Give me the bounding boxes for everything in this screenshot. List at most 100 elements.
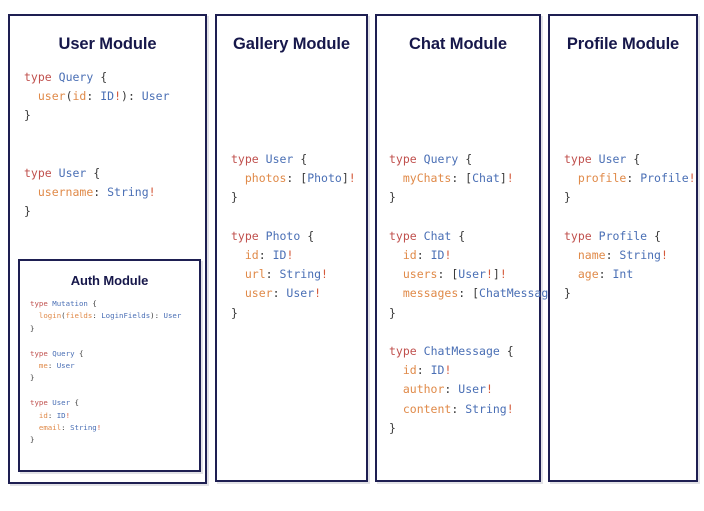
code-token: : [: [286, 171, 308, 186]
code-token: [389, 382, 403, 396]
code-token: !: [444, 248, 452, 263]
code-token: users: [402, 267, 438, 282]
code-token: messages: [402, 286, 459, 301]
code-token: myChats: [402, 171, 452, 186]
code-token: age: [577, 267, 599, 282]
code-token: [259, 229, 266, 243]
code-token: Chat: [423, 228, 452, 243]
code-token: User: [265, 152, 294, 166]
code-token: type: [564, 228, 592, 243]
code-token: id: [402, 363, 417, 378]
code-token: User: [286, 286, 315, 301]
code-token: type: [30, 299, 48, 308]
code-token: User: [52, 398, 71, 408]
code-token: !: [314, 286, 322, 301]
code-token: type: [30, 398, 48, 408]
code-token: [231, 171, 245, 185]
code-token: type: [24, 166, 52, 181]
code-token: :: [416, 248, 431, 263]
code-token: :: [605, 248, 620, 263]
auth-module-title: Auth Module: [70, 273, 149, 288]
code-token: ChatMessage: [479, 286, 556, 301]
code-token: {: [300, 228, 315, 243]
code-token: Photo: [307, 171, 342, 186]
code-token: {: [626, 152, 641, 166]
code-token: Chat: [472, 171, 500, 186]
code-token: !: [506, 171, 514, 186]
profile-module-title: Profile Module: [566, 35, 680, 53]
code-token: }: [389, 420, 396, 435]
code-token: {: [499, 344, 514, 359]
code-token: :: [444, 382, 459, 397]
code-token: :: [61, 423, 71, 433]
code-token: }: [564, 286, 571, 301]
code-token: id: [402, 248, 417, 263]
code-token: (: [61, 311, 66, 321]
code-token: }: [30, 373, 35, 383]
code-token: Profile: [598, 228, 648, 243]
code-token: [564, 267, 578, 281]
code-token: {: [87, 299, 97, 308]
code-token: : [: [458, 286, 480, 301]
code-token: !: [286, 248, 294, 263]
gallery-module-schema-code: type User { photos: [Photo]! } type Phot…: [231, 150, 366, 323]
code-token: [389, 402, 403, 416]
code-token: User: [56, 361, 75, 371]
code-token: String: [107, 185, 149, 200]
code-token: String: [279, 267, 322, 282]
code-token: [30, 311, 39, 320]
code-token: ChatMessage: [423, 344, 500, 359]
code-token: content: [402, 401, 452, 416]
gallery-module-card[interactable]: Gallery Module type User { photos: [Photo…: [215, 14, 368, 482]
code-token: !: [65, 410, 71, 420]
code-token: author: [402, 382, 445, 397]
code-token: ]: [341, 171, 349, 186]
code-token: [389, 267, 403, 281]
code-token: User: [141, 89, 170, 104]
code-token: type: [231, 152, 259, 166]
code-token: !: [499, 267, 507, 282]
code-token: String: [619, 248, 661, 263]
code-token: fields: [65, 311, 93, 321]
code-token: [52, 166, 59, 180]
code-token: [52, 70, 59, 84]
code-token: ):: [121, 89, 142, 104]
code-token: User: [458, 267, 486, 282]
code-token: [231, 267, 245, 281]
auth-module-schema-code: type Mutation { login(fields: LoginField…: [30, 298, 199, 447]
code-token: Query: [52, 348, 75, 358]
code-token: [389, 286, 403, 300]
code-token: (: [65, 89, 73, 104]
code-token: :: [47, 361, 57, 371]
code-token: id: [244, 248, 259, 263]
auth-module-card[interactable]: Auth Module type Mutation { login(fields:…: [18, 259, 201, 472]
code-token: user: [244, 286, 273, 301]
code-token: }: [389, 305, 396, 320]
code-token: {: [293, 152, 308, 166]
code-token: User: [458, 382, 486, 397]
code-token: :: [272, 286, 287, 301]
code-token: :: [86, 89, 101, 104]
code-token: [231, 248, 245, 262]
code-token: type: [389, 228, 417, 243]
code-token: !: [485, 267, 493, 282]
code-token: :: [265, 267, 280, 282]
code-token: String: [465, 401, 507, 416]
code-token: Photo: [265, 228, 301, 243]
code-token: [417, 344, 424, 358]
code-token: id: [72, 89, 87, 104]
code-token: }: [231, 305, 238, 320]
code-token: [24, 185, 38, 199]
code-token: User: [598, 152, 627, 166]
code-token: [417, 229, 424, 243]
code-token: user: [37, 89, 66, 104]
code-token: Query: [58, 70, 94, 84]
code-token: {: [86, 166, 101, 181]
code-token: !: [688, 171, 696, 186]
code-token: [389, 363, 403, 377]
code-token: !: [321, 267, 328, 282]
gallery-module-title: Gallery Module: [233, 35, 350, 53]
